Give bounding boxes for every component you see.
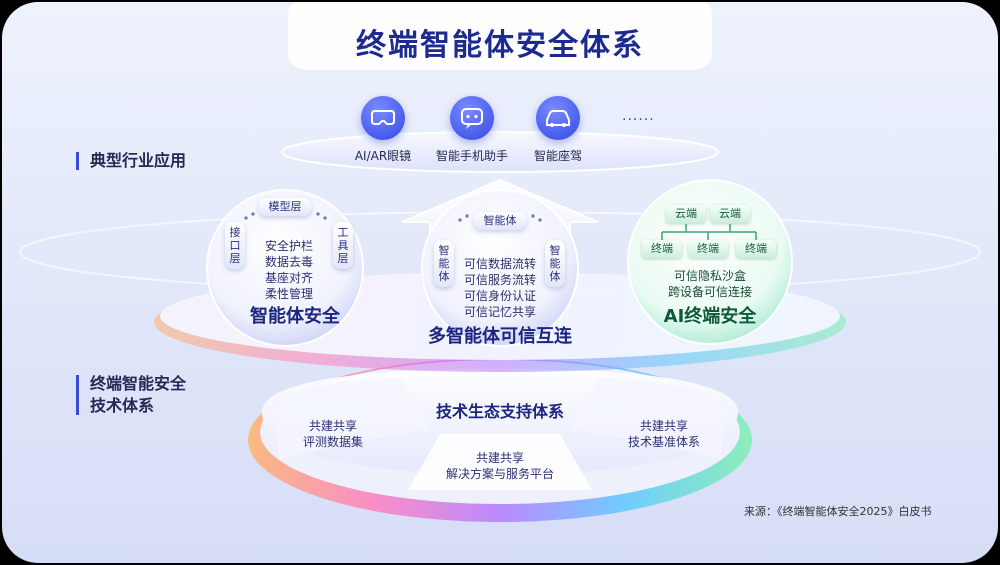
list-item: 跨设备可信连接 (667, 285, 753, 299)
list-item: 安全护栏 (264, 239, 314, 253)
side-label-tech-line1: 终端智能安全 (90, 374, 187, 393)
ecosystem-center: 共建共享 解决方案与服务平台 (446, 450, 554, 482)
ecosystem-center-line2: 解决方案与服务平台 (445, 467, 555, 481)
ecosystem-right: 共建共享 技术基准体系 (628, 418, 700, 450)
more-applications: ...... (622, 108, 655, 124)
multi-agent-title: 多智能体可信互连 (428, 326, 572, 347)
vr-glasses-icon (361, 96, 405, 140)
app-label-ar-glasses: AI/AR眼镜 (354, 149, 412, 163)
side-label-industry: 典型行业应用 (90, 151, 187, 170)
source-note: 来源：《终端智能体安全2025》白皮书 (744, 505, 932, 518)
node-agent-right: 智能体 (545, 240, 565, 287)
agent-security-items: 安全护栏 数据去毒 基座对齐 柔性管理 (265, 238, 313, 302)
page-title: 终端智能体安全体系 (356, 28, 644, 63)
ai-terminal-items: 可信隐私沙盒 跨设备可信连接 (668, 268, 752, 300)
node-cloud-2: 云端 (710, 205, 750, 223)
list-item: 可信身份认证 (463, 289, 537, 303)
ecosystem-center-line1: 共建共享 (475, 451, 525, 465)
layer-tool: 工具层 (333, 222, 353, 269)
ecosystem-title: 技术生态支持体系 (435, 402, 565, 421)
car-icon (536, 96, 580, 140)
node-terminal-3: 终端 (736, 240, 776, 258)
list-item: 可信记忆共享 (463, 305, 537, 319)
side-label-tech-line2: 技术体系 (90, 396, 155, 415)
chat-assistant-icon (450, 96, 494, 140)
layer-model: 模型层 (258, 198, 312, 216)
side-label-tech: 终端智能安全 技术体系 (90, 373, 186, 417)
app-label-phone-assistant: 智能手机助手 (435, 149, 509, 163)
list-item: 可信隐私沙盒 (673, 269, 747, 283)
list-item: 柔性管理 (264, 287, 314, 301)
ecosystem-left-line1: 共建共享 (308, 419, 358, 433)
node-cloud-1: 云端 (666, 205, 706, 223)
app-label-smart-cockpit: 智能座驾 (533, 149, 583, 163)
list-item: 可信数据流转 (463, 257, 537, 271)
ecosystem-left: 共建共享 评测数据集 (303, 418, 363, 450)
node-agent-top: 智能体 (473, 212, 527, 230)
node-agent-left: 智能体 (434, 240, 454, 287)
node-terminal-2: 终端 (688, 240, 728, 258)
list-item: 数据去毒 (264, 255, 314, 269)
node-terminal-1: 终端 (642, 240, 682, 258)
layer-interface: 接口层 (225, 222, 245, 269)
ecosystem-left-line2: 评测数据集 (302, 435, 364, 449)
multi-agent-items: 可信数据流转 可信服务流转 可信身份认证 可信记忆共享 (464, 256, 536, 320)
ecosystem-right-line2: 技术基准体系 (627, 435, 701, 449)
ecosystem-right-line1: 共建共享 (639, 419, 689, 433)
agent-security-title: 智能体安全 (250, 306, 340, 327)
list-item: 可信服务流转 (463, 273, 537, 287)
list-item: 基座对齐 (264, 271, 314, 285)
ai-terminal-title: AI终端安全 (663, 306, 757, 327)
